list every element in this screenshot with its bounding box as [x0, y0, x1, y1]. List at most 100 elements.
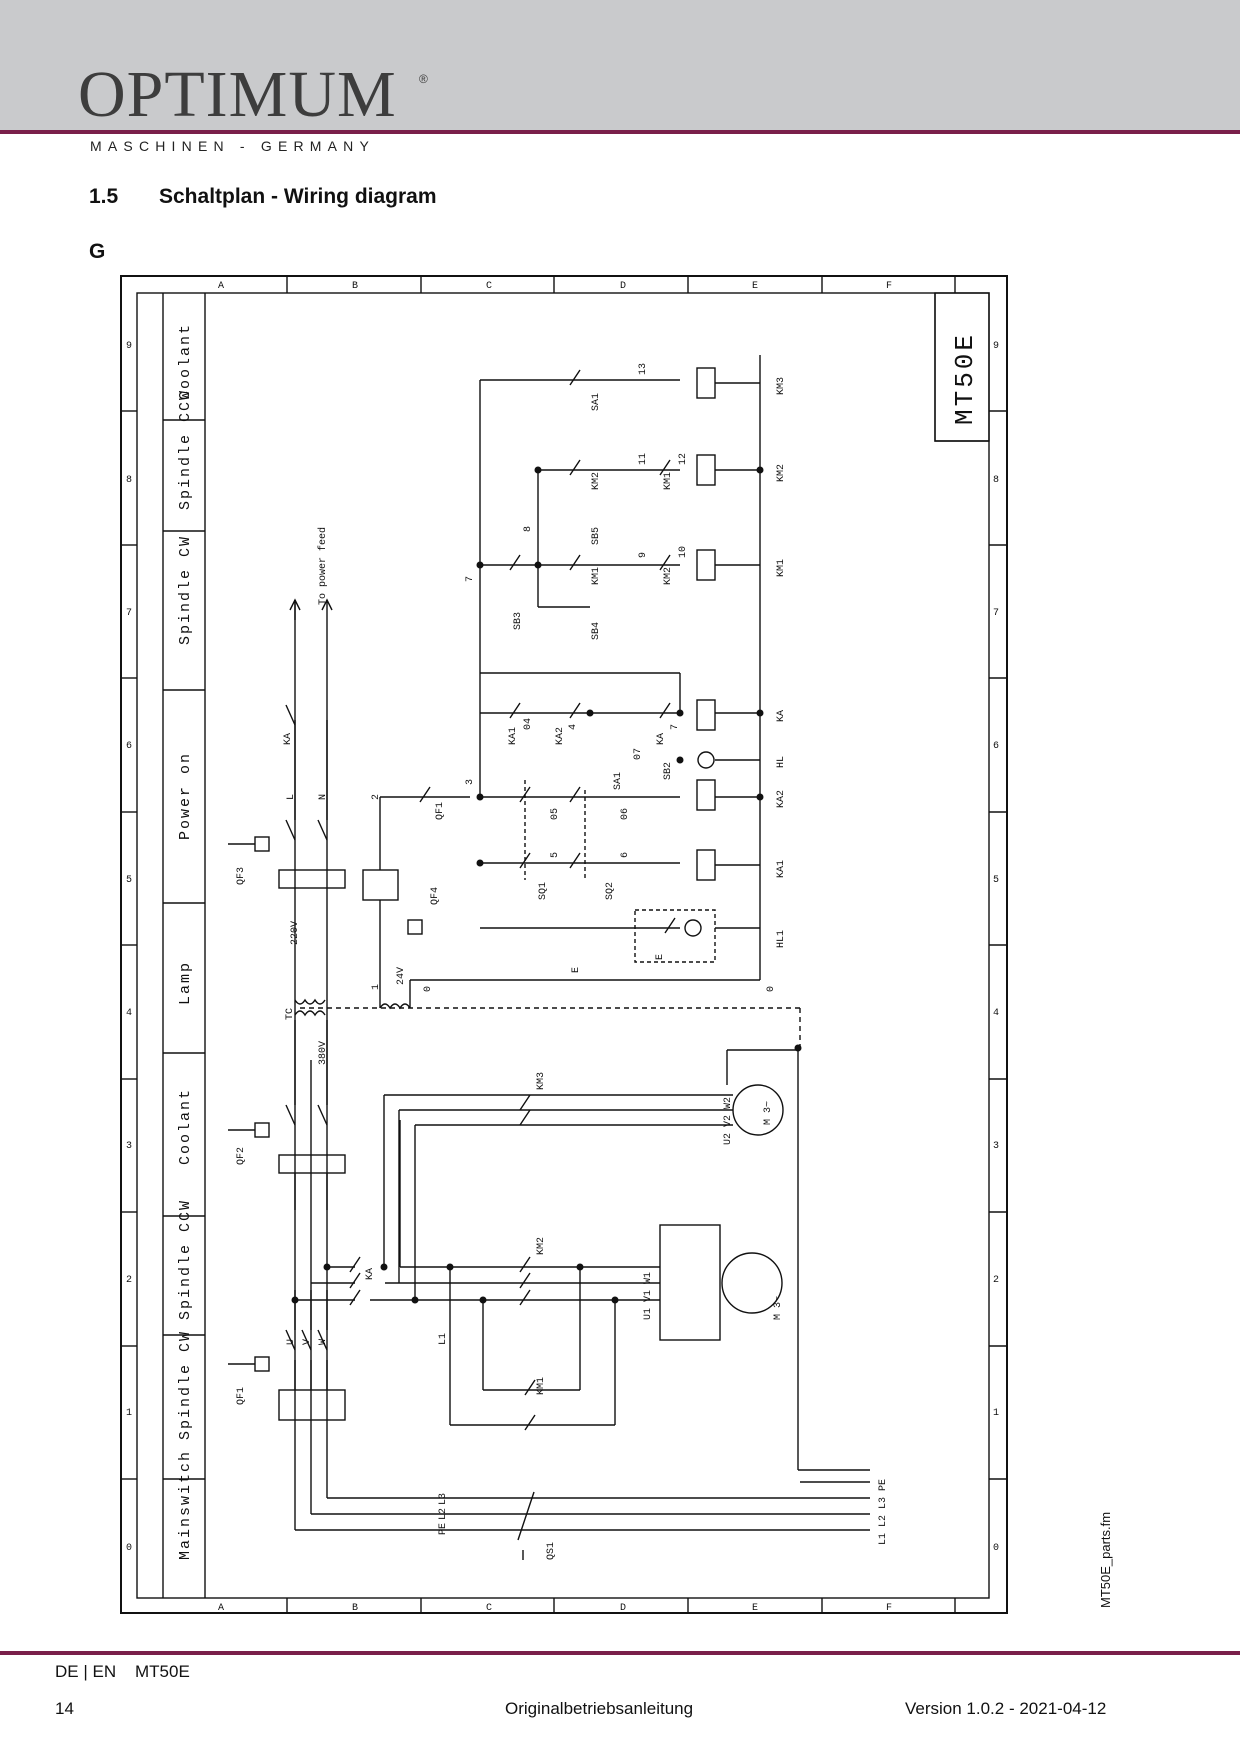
label-node-10: 10 — [678, 546, 689, 558]
section-number: 1.5 — [89, 185, 119, 208]
label-km1-ctrl: KM1 — [591, 567, 602, 585]
label-node-05: 05 — [550, 808, 561, 820]
label-qf1-ctrl: QF1 — [435, 802, 446, 820]
label-380v: 380V — [318, 1041, 329, 1065]
row-label-left-8: 8 — [126, 475, 132, 486]
registered-mark: ® — [419, 72, 428, 86]
label-qf1: QF1 — [236, 1387, 247, 1405]
label-n: N — [318, 794, 329, 800]
label-ka2-ctrl: KA2 — [555, 727, 566, 745]
footer-rule — [0, 1651, 1240, 1655]
label-supply: L1 L2 L3 PE — [878, 1479, 889, 1545]
side-file-label: MT50E_parts.fm — [1098, 1511, 1113, 1608]
footer-page-number: 14 — [55, 1699, 74, 1718]
footer-version: Version 1.0.2 - 2021-04-12 — [905, 1699, 1107, 1718]
label-ka-power: KA — [283, 733, 294, 745]
label-sb3: SB3 — [513, 612, 524, 630]
label-sb4: SB4 — [591, 622, 602, 640]
row-label-left-0: 0 — [126, 1543, 132, 1554]
col-label-top-f: F — [886, 281, 892, 292]
label-qf3: QF3 — [236, 867, 247, 885]
label-node-8: 8 — [523, 526, 534, 532]
label-v: V — [302, 1339, 313, 1345]
label-node-12: 12 — [678, 453, 689, 465]
model-box-text: MT50E — [950, 332, 980, 425]
col-label-bottom-b: B — [352, 1603, 358, 1614]
func-coolant-2: Coolant — [177, 323, 194, 400]
col-label-top-b: B — [352, 281, 358, 292]
label-qf2: QF2 — [236, 1147, 247, 1165]
label-24v: 24V — [396, 967, 407, 985]
label-node-9: 9 — [638, 552, 649, 558]
row-label-left-7: 7 — [126, 608, 132, 619]
row-label-left-2: 2 — [126, 1275, 132, 1286]
label-km3-coil: KM3 — [776, 377, 787, 395]
label-tc: TC — [285, 1008, 296, 1020]
col-label-top-a: A — [218, 281, 224, 292]
label-sq1: SQ1 — [538, 882, 549, 900]
label-l: L — [286, 794, 297, 800]
label-l3: L3 — [438, 1493, 449, 1505]
row-label-right-9: 9 — [993, 341, 999, 352]
row-label-left-1: 1 — [126, 1408, 132, 1419]
label-node-4: 4 — [568, 724, 579, 730]
col-label-top-d: D — [620, 281, 626, 292]
label-node-04: 04 — [523, 718, 534, 730]
label-sb2: SB2 — [663, 762, 674, 780]
row-label-right-7: 7 — [993, 608, 999, 619]
col-label-top-c: C — [486, 281, 492, 292]
label-node-0: 0 — [766, 986, 777, 992]
col-label-bottom-e: E — [752, 1603, 758, 1614]
row-label-right-3: 3 — [993, 1141, 999, 1152]
label-motor-uvw2: U2 V2 W2 — [723, 1097, 734, 1145]
col-label-bottom-a: A — [218, 1603, 224, 1614]
func-spindle-cw-2: Spindle CW — [177, 535, 194, 645]
func-spindle-cw-1: Spindle CW — [177, 1330, 194, 1440]
label-node-5: 5 — [550, 852, 561, 858]
row-label-right-6: 6 — [993, 741, 999, 752]
header-band — [0, 0, 1240, 130]
label-ka1-coil: KA1 — [776, 860, 787, 878]
row-label-left-9: 9 — [126, 341, 132, 352]
label-w: W — [318, 1339, 329, 1345]
label-l1: L1 — [438, 1333, 449, 1345]
label-node-1: 1 — [371, 984, 382, 990]
func-spindle-ccw-2: Spindle CCW — [177, 389, 194, 510]
row-label-right-4: 4 — [993, 1008, 999, 1019]
label-node-0-tr: 0 — [423, 986, 434, 992]
label-sb5: SB5 — [591, 527, 602, 545]
label-220v: 220V — [290, 921, 301, 945]
label-node-11: 11 — [638, 453, 649, 465]
header-rule — [0, 130, 1240, 134]
row-label-left-5: 5 — [126, 875, 132, 886]
label-qf4: QF4 — [430, 887, 441, 905]
row-label-right-0: 0 — [993, 1543, 999, 1554]
label-ka: KA — [365, 1268, 376, 1280]
label-node-13: 13 — [638, 363, 649, 375]
label-sq2: SQ2 — [605, 882, 616, 900]
label-motor-uvw1: U1 V1 W1 — [643, 1272, 654, 1320]
label-ka-coil: KA — [776, 710, 787, 722]
label-u: U — [286, 1339, 297, 1345]
brand-logo: OPTIMUM — [78, 58, 397, 131]
label-km1-coil: KM1 — [776, 559, 787, 577]
func-power-on: Power on — [177, 752, 194, 840]
label-node-7b: 7 — [465, 576, 476, 582]
row-label-left-6: 6 — [126, 741, 132, 752]
label-sa1: SA1 — [591, 393, 602, 411]
label-sa: SA1 — [613, 772, 624, 790]
label-l2: L2 — [438, 1508, 449, 1520]
label-km1-il: KM1 — [663, 472, 674, 490]
label-ka-ctrl: KA — [656, 733, 667, 745]
label-ka2-coil: KA2 — [776, 790, 787, 808]
label-km2-il: KM2 — [663, 567, 674, 585]
label-hl: HL — [776, 756, 787, 768]
label-qs1: QS1 — [546, 1542, 557, 1560]
col-label-bottom-d: D — [620, 1603, 626, 1614]
label-motor-coolant: M 3~ — [763, 1101, 774, 1125]
label-node-07: 07 — [633, 748, 644, 760]
label-km2: KM2 — [536, 1237, 547, 1255]
footer-document-title: Originalbetriebsanleitung — [505, 1699, 694, 1718]
row-label-right-1: 1 — [993, 1408, 999, 1419]
